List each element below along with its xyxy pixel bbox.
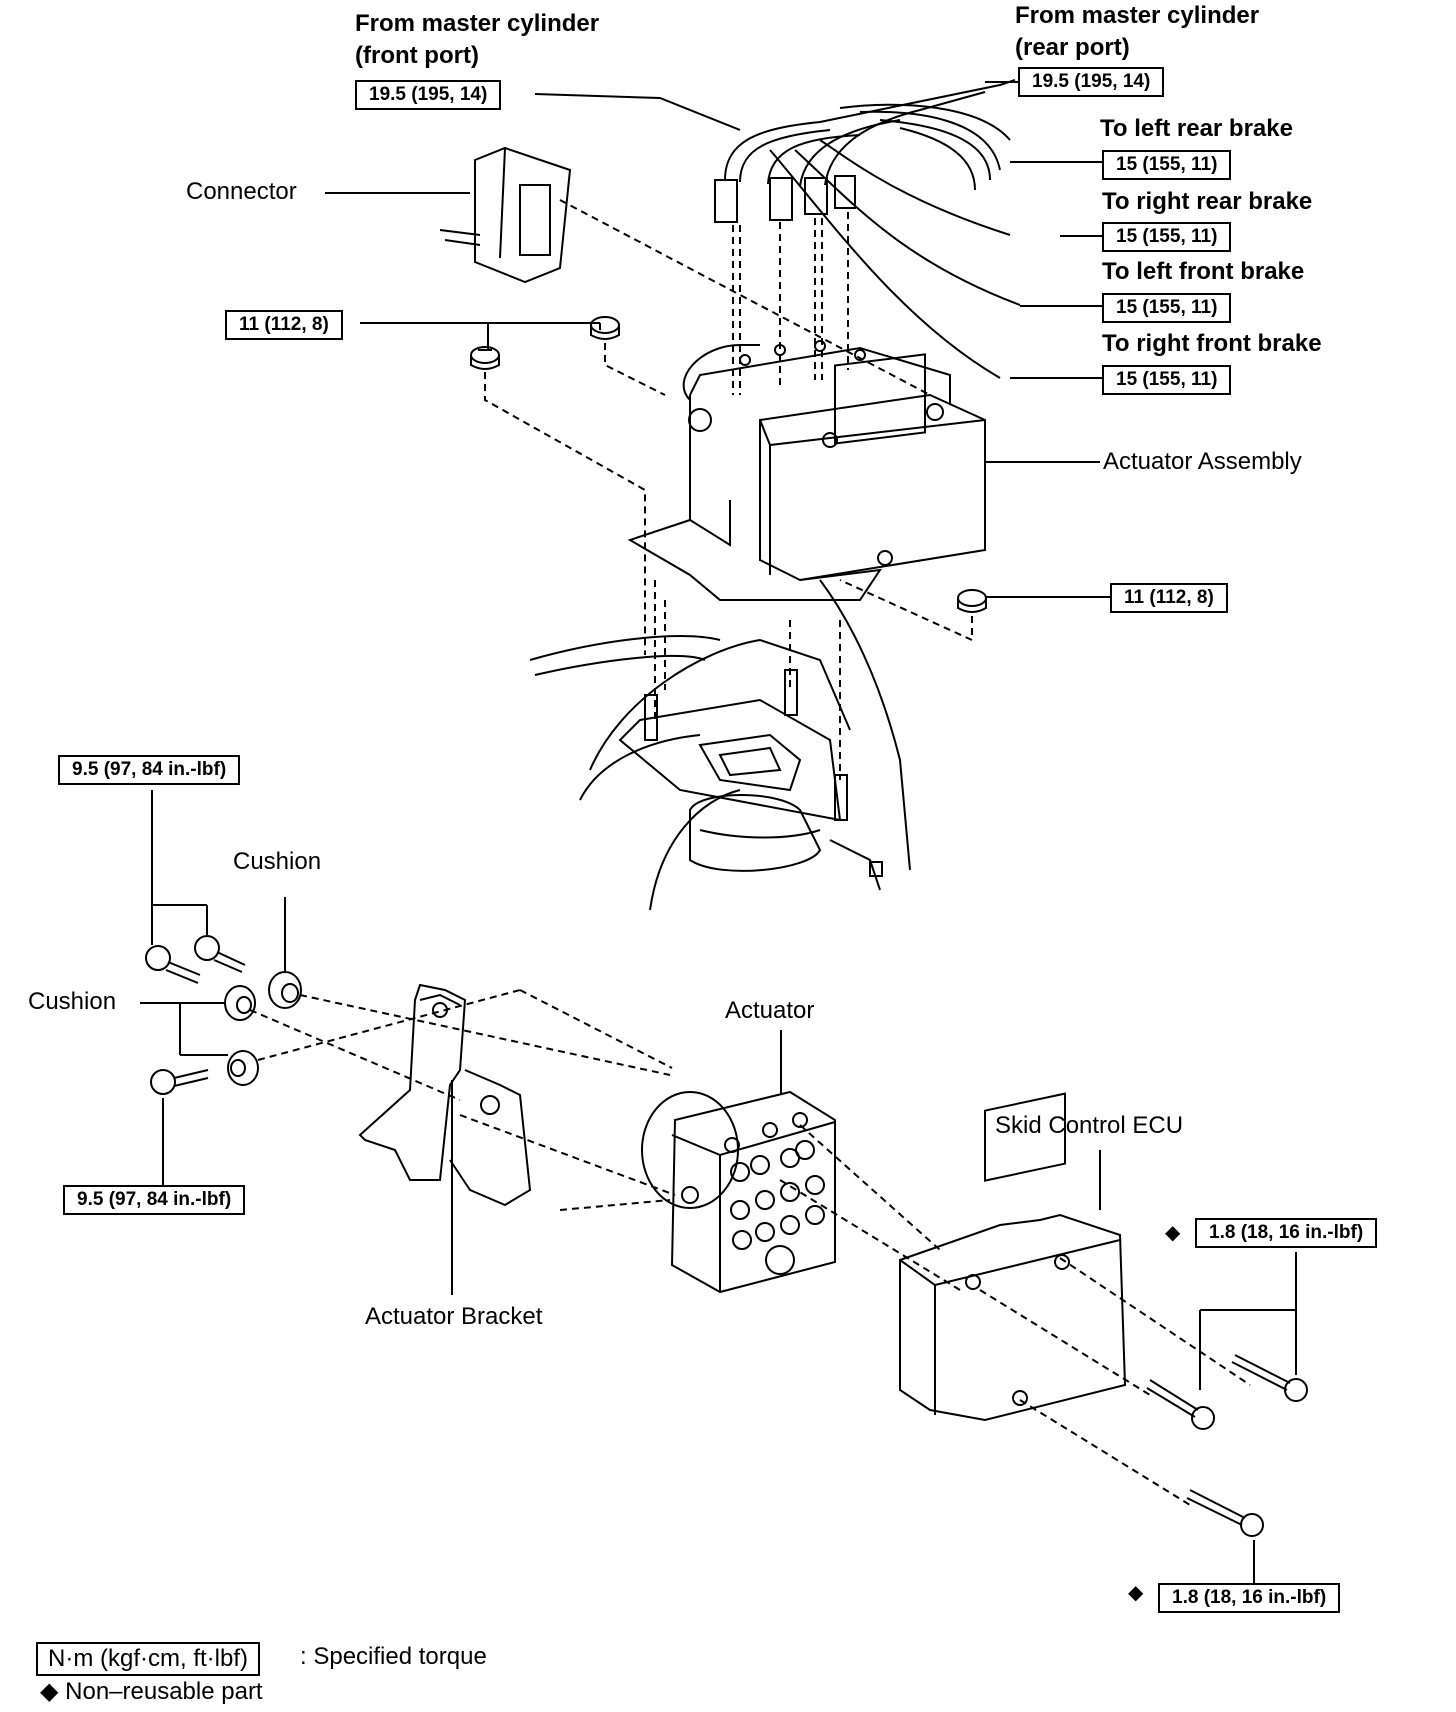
label-to-right-front: To right front brake bbox=[1102, 330, 1322, 357]
label-actuator: Actuator bbox=[725, 997, 815, 1024]
label-from-mc-rear-line1: From master cylinder bbox=[1015, 2, 1260, 29]
brake-tubes bbox=[534, 79, 1021, 379]
actuator-part bbox=[641, 1090, 836, 1294]
leader-lines-upper bbox=[325, 81, 1110, 598]
torque-left-rear: 15 (155, 11) bbox=[1102, 150, 1232, 180]
torque-bracket-bolt-lower: 9.5 (97, 84 in.-lbf) bbox=[63, 1185, 246, 1215]
torque-mc-rear: 19.5 (195, 14) bbox=[1018, 67, 1165, 97]
label-connector: Connector bbox=[186, 178, 297, 205]
label-to-right-rear: To right rear brake bbox=[1102, 188, 1313, 215]
fitting-guides bbox=[654, 212, 849, 780]
actuator-bracket-part bbox=[358, 983, 532, 1207]
label-cushion-upper: Cushion bbox=[233, 848, 322, 875]
torque-bracket-bolt-upper: 9.5 (97, 84 in.-lbf) bbox=[58, 755, 241, 785]
label-from-mc-front-line2: (front port) bbox=[355, 42, 479, 69]
legend-non-reusable-text: Non–reusable part bbox=[65, 1678, 263, 1705]
connector-part bbox=[439, 146, 931, 396]
cushion-lower bbox=[227, 1050, 259, 1086]
legend-non-reusable-symbol: ◆ bbox=[40, 1678, 59, 1705]
bracket-bolt-upper-left bbox=[145, 945, 201, 984]
cushion-upper bbox=[268, 971, 302, 1009]
nut-right bbox=[957, 589, 987, 613]
bracket-bolt-lower bbox=[150, 1069, 209, 1095]
torque-right-front: 15 (155, 11) bbox=[1102, 365, 1232, 395]
label-from-mc-rear-line2: (rear port) bbox=[1015, 34, 1130, 61]
label-from-mc-front-line1: From master cylinder bbox=[355, 10, 600, 37]
torque-ecu-screw-lower: 1.8 (18, 16 in.-lbf) bbox=[1158, 1583, 1341, 1613]
skid-control-ecu-part bbox=[899, 1092, 1127, 1422]
label-to-left-rear: To left rear brake bbox=[1100, 115, 1293, 142]
ecu-screw-upper bbox=[1231, 1354, 1308, 1402]
torque-mc-front: 19.5 (195, 14) bbox=[355, 80, 502, 110]
legend-unit-description: : Specified torque bbox=[300, 1643, 487, 1670]
legend-non-reusable: ◆ Non–reusable part bbox=[40, 1678, 263, 1706]
assembly-guides-lower bbox=[249, 989, 1251, 1506]
torque-right-rear: 15 (155, 11) bbox=[1102, 222, 1232, 252]
label-actuator-bracket: Actuator Bracket bbox=[365, 1303, 543, 1330]
vehicle-body bbox=[529, 579, 911, 911]
ecu-screw-middle bbox=[1146, 1379, 1215, 1430]
actuator-assembly bbox=[627, 340, 986, 601]
nut-upper-left bbox=[470, 346, 500, 370]
torque-ecu-screw-upper: 1.8 (18, 16 in.-lbf) bbox=[1195, 1218, 1378, 1248]
ecu-screw-lower bbox=[1186, 1489, 1264, 1537]
torque-nut-upper: 11 (112, 8) bbox=[225, 310, 343, 340]
label-skid-control-ecu: Skid Control ECU bbox=[995, 1112, 1184, 1139]
cushion-middle bbox=[224, 985, 256, 1021]
legend-unit-box: N·m (kgf·cm, ft·lbf) bbox=[36, 1642, 260, 1676]
label-to-left-front: To left front brake bbox=[1102, 258, 1305, 285]
bracket-bolt-upper-right bbox=[194, 935, 246, 973]
label-actuator-assembly: Actuator Assembly bbox=[1103, 448, 1302, 475]
label-cushion-left: Cushion bbox=[28, 988, 117, 1015]
non-reusable-marker-upper: ◆ bbox=[1165, 1222, 1181, 1244]
leader-lines-lower bbox=[140, 790, 1297, 1595]
nut-upper-right bbox=[590, 316, 620, 340]
torque-left-front: 15 (155, 11) bbox=[1102, 293, 1232, 323]
torque-nut-right: 11 (112, 8) bbox=[1110, 583, 1228, 613]
non-reusable-marker-lower: ◆ bbox=[1128, 1582, 1144, 1604]
